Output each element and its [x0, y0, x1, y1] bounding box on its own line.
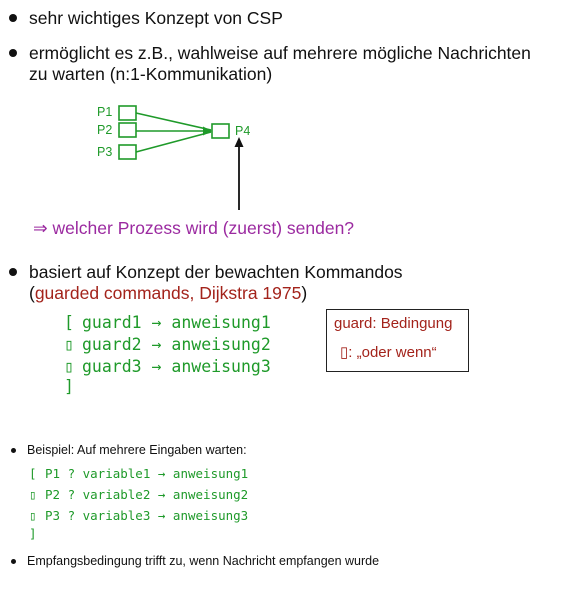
- pointer-arrow-head: [234, 137, 244, 147]
- label-p1: P1: [97, 105, 113, 119]
- legend-or-text: : „oder wenn“: [348, 344, 437, 361]
- arrow-symbol: →: [151, 357, 162, 376]
- edge-p1-p4: [135, 112, 212, 131]
- guard-line-1: [ guard1 → anweisung1: [64, 313, 271, 332]
- statement: anweisung3: [171, 357, 271, 376]
- example-code: P1 ? variable1 → anweisung1: [45, 466, 249, 481]
- legend-box: [326, 309, 469, 372]
- example-line-2: ▯ P2 ? variable2 → anweisung2: [29, 487, 248, 502]
- arrow-symbol: →: [151, 335, 162, 354]
- bullet-text-2b: zu warten (n:1-Kommunikation): [29, 64, 273, 84]
- arrow-symbol: →: [151, 313, 162, 332]
- bullet-dot: [9, 49, 17, 57]
- edge-p3-p4: [135, 131, 212, 153]
- process-diagram: [118, 105, 244, 210]
- bracket-open: [: [29, 466, 37, 481]
- legend-separator: ▯: [340, 344, 349, 361]
- p1-box: [118, 105, 137, 121]
- paren-close: ): [301, 283, 308, 303]
- example-line-1: [ P1 ? variable1 → anweisung1: [29, 466, 248, 481]
- guard-name: guard3: [82, 357, 142, 376]
- statement: anweisung1: [171, 313, 271, 332]
- example-code: P2 ? variable2 → anweisung2: [45, 487, 249, 502]
- bullet-text-5: Empfangsbedingung trifft zu, wenn Nachri…: [27, 554, 380, 568]
- statement: anweisung2: [171, 335, 271, 354]
- guard-separator: ▯: [64, 335, 74, 354]
- label-p2: P2: [97, 123, 113, 137]
- bullet-dot: [9, 14, 17, 22]
- bullet-text-3a: basiert auf Konzept der bewachten Komman…: [29, 262, 403, 282]
- bullet-dot: [11, 448, 16, 453]
- p2-box: [118, 122, 137, 138]
- example-code: P3 ? variable3 → anweisung3: [45, 508, 249, 523]
- p4-box: [211, 123, 230, 139]
- guard-separator: ▯: [64, 357, 74, 376]
- bullet-dot: [9, 268, 17, 276]
- guard-name: guard2: [82, 335, 142, 354]
- label-p4: P4: [235, 124, 251, 138]
- legend-or-definition: ▯: „oder wenn“: [340, 343, 437, 361]
- legend-guard-definition: guard: Bedingung: [334, 315, 453, 332]
- label-p3: P3: [97, 145, 113, 159]
- guard-line-2: ▯ guard2 → anweisung2: [64, 335, 271, 354]
- guard-name: guard1: [82, 313, 142, 332]
- paren-open: (: [29, 283, 35, 303]
- arrowhead-p4: [203, 126, 212, 136]
- bracket-open: [: [64, 313, 74, 332]
- bullet-text-3b: (guarded commands, Dijkstra 1975): [29, 283, 307, 304]
- bracket-close: ]: [29, 526, 37, 541]
- guard-line-3: ▯ guard3 → anweisung3: [64, 357, 271, 376]
- bullet-dot: [11, 559, 16, 564]
- guard-separator: ▯: [29, 508, 37, 523]
- bullet-text-2a: ermöglicht es z.B., wahlweise auf mehrer…: [29, 43, 531, 63]
- p3-box: [118, 144, 137, 160]
- guarded-commands-ref: guarded commands, Dijkstra 1975: [34, 283, 302, 303]
- bullet-text-4: Beispiel: Auf mehrere Eingaben warten:: [27, 443, 247, 457]
- example-line-3: ▯ P3 ? variable3 → anweisung3: [29, 508, 248, 523]
- bracket-close: ]: [64, 377, 74, 396]
- guard-separator: ▯: [29, 487, 37, 502]
- question-text: ⇒ welcher Prozess wird (zuerst) senden?: [33, 218, 355, 238]
- bullet-text-1: sehr wichtiges Konzept von CSP: [29, 8, 283, 28]
